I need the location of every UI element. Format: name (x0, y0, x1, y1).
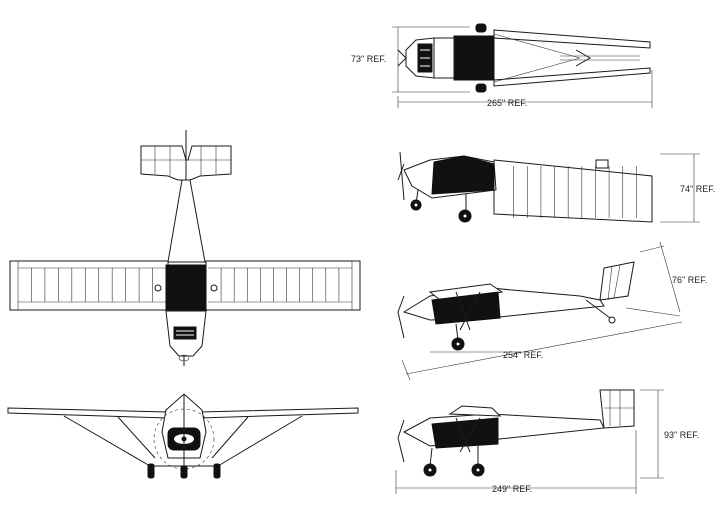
dim-side-length: 249" REF. (492, 484, 532, 494)
wing-ribs-left (31, 268, 153, 302)
folded-wing-ribs (513, 166, 637, 218)
tilted-side-view: 76" REF. 254" REF. (397, 241, 707, 381)
side-view: 93" REF. 249" REF. (395, 389, 699, 494)
dim-side-height: 93" REF. (664, 430, 699, 440)
dim-top-length: 265" REF. (487, 98, 527, 108)
wing-ribs-right (220, 268, 340, 302)
dim-tilted-length: 254" REF. (503, 350, 543, 360)
folded-top-view: 73" REF. 265" REF. (351, 23, 653, 108)
plan-view (9, 130, 361, 366)
dim-folded-height: 74" REF. (680, 184, 715, 194)
front-view (7, 393, 359, 479)
dim-tilted-height: 76" REF. (672, 275, 707, 285)
dim-top-width: 73" REF. (351, 54, 386, 64)
folded-side-view: 74" REF. (397, 151, 715, 223)
